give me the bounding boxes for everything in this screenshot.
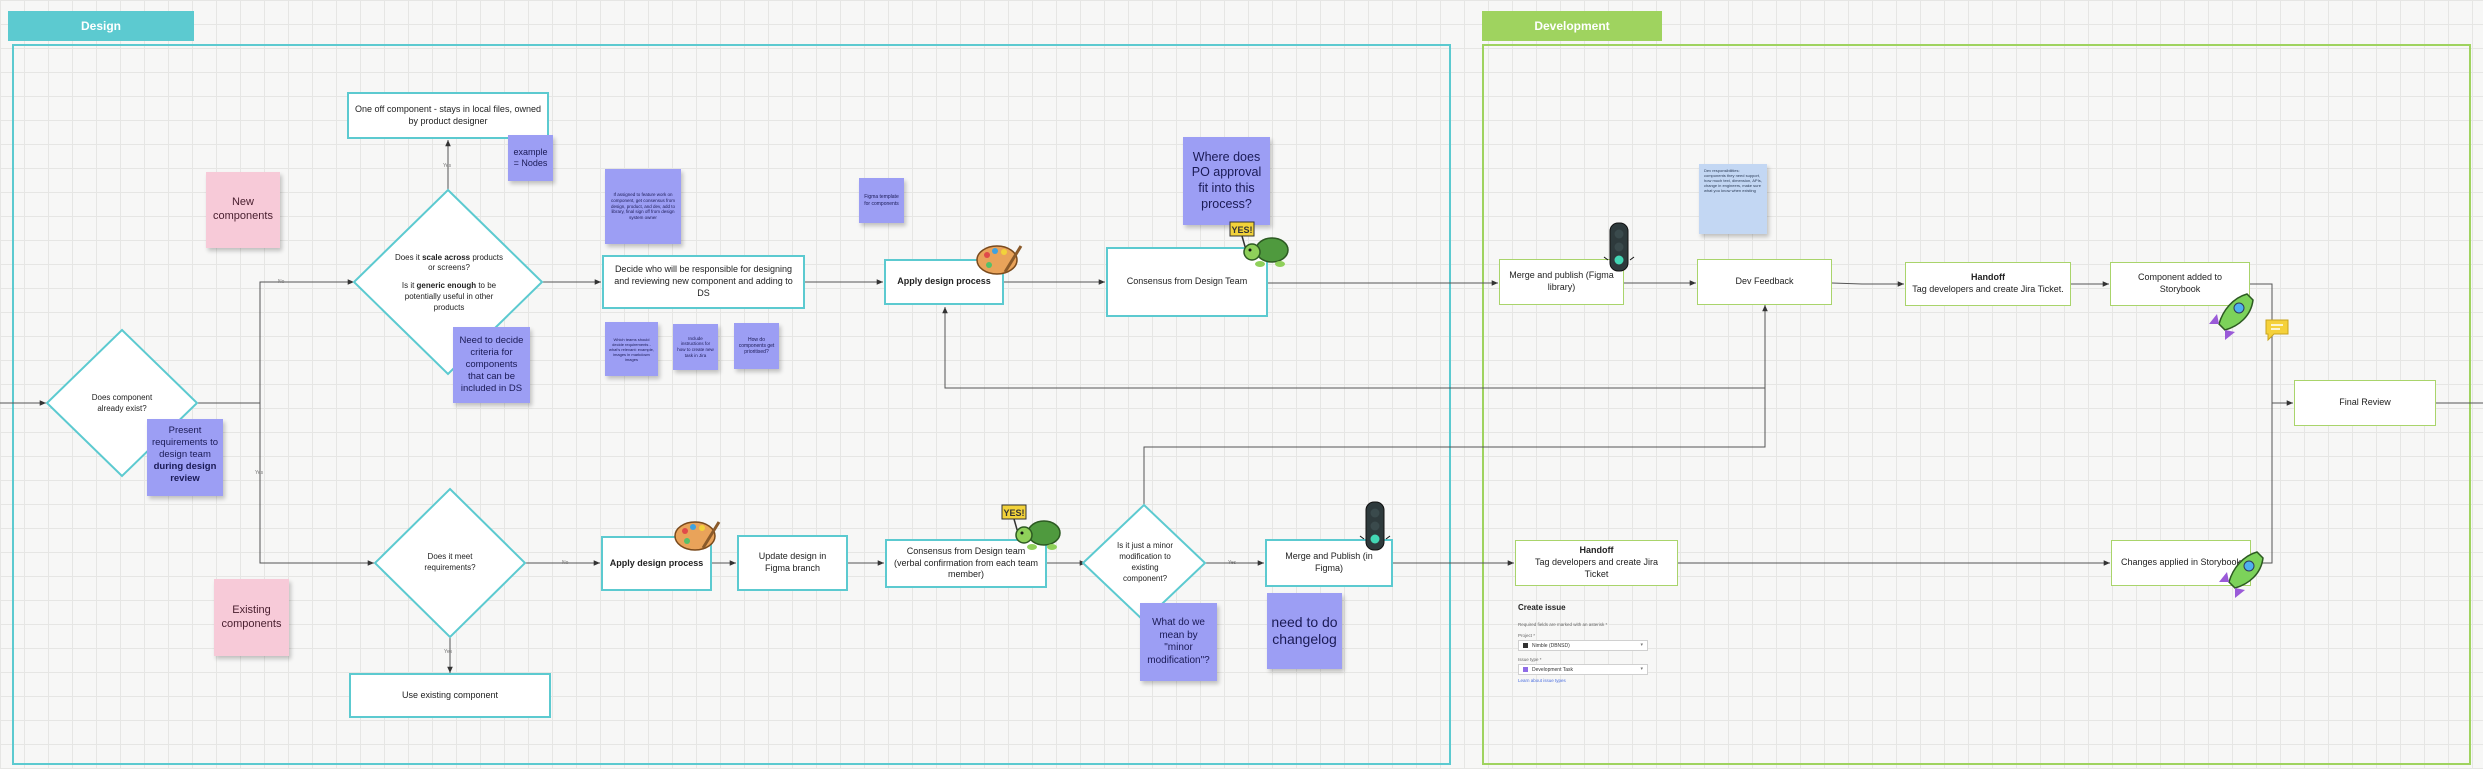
- sticky-example-nodes[interactable]: example = Nodes: [508, 135, 553, 181]
- apply-design-process-box[interactable]: Apply design process: [884, 259, 1004, 305]
- issue-type-value: Development Task: [1532, 666, 1574, 673]
- handoff-bottom-box[interactable]: Handoff Tag developers and create Jira T…: [1515, 540, 1678, 586]
- decision-scale-across-label: Does it scale across products or screens…: [393, 247, 505, 319]
- edge-label-no: No: [278, 279, 285, 285]
- dev-feedback-box[interactable]: Dev Feedback: [1697, 259, 1832, 305]
- turtle-yes-sticker: YES!: [1229, 221, 1289, 267]
- sticky-dev-responsibilities[interactable]: Dev responsibilities: components they ne…: [1699, 164, 1767, 234]
- consensus-verbal-box[interactable]: Consensus from Design team (verbal confi…: [885, 539, 1047, 588]
- create-issue-title: Create issue: [1518, 603, 1566, 612]
- handoff-title: Handoff: [1971, 272, 2005, 283]
- sticky-existing-components[interactable]: Existing components: [214, 579, 289, 656]
- decision-minor-modification-label: Is it just a minor modification to exist…: [1116, 541, 1173, 583]
- palette-icon: [674, 521, 721, 551]
- handoff-top-box[interactable]: Handoff Tag developers and create Jira T…: [1905, 262, 2071, 306]
- sticky-figma-template[interactable]: Figma template for components: [859, 178, 904, 223]
- decision-meet-requirements-label: Does it meet requirements?: [424, 552, 476, 572]
- edge-label-no: No: [562, 560, 569, 566]
- yes-sticker-text: YES!: [1003, 508, 1024, 518]
- design-frame: [12, 44, 1451, 765]
- edge-label-yes: Yes: [444, 649, 453, 655]
- edge-label-yes: Yes: [255, 470, 264, 476]
- use-existing-component-box[interactable]: Use existing component: [349, 673, 551, 718]
- chevron-down-icon: ▾: [1640, 666, 1643, 672]
- edge-label-yes: Yes: [443, 163, 452, 169]
- development-frame: [1482, 44, 2471, 765]
- traffic-light-icon: [1603, 222, 1635, 272]
- design-frame-label[interactable]: Design: [8, 11, 194, 41]
- project-select[interactable]: Nimble (DBNSD) ▾: [1518, 640, 1648, 651]
- learn-issue-types-link[interactable]: Learn about issue types: [1518, 678, 1566, 683]
- rocket-icon: [2217, 551, 2264, 600]
- issue-type-icon: [1523, 667, 1528, 672]
- edge-label-yes: Yes: [1228, 560, 1237, 566]
- decision-meet-requirements: [373, 487, 527, 639]
- project-value: Nimble (DBNSD): [1532, 642, 1570, 649]
- component-added-storybook-box[interactable]: Component added to Storybook: [2110, 262, 2250, 306]
- issue-type-label: Issue type *: [1518, 657, 1542, 662]
- sticky-which-teams[interactable]: Which teams should decide requirements -…: [605, 322, 658, 376]
- palette-icon: [976, 245, 1023, 275]
- update-design-box[interactable]: Update design in Figma branch: [737, 535, 848, 591]
- project-avatar-icon: [1523, 643, 1528, 648]
- project-label: Project *: [1518, 633, 1536, 638]
- handoff-subtitle: Tag developers and create Jira Ticket: [1534, 557, 1659, 579]
- issue-type-select[interactable]: Development Task ▾: [1518, 664, 1648, 675]
- traffic-light-icon: [1359, 501, 1391, 551]
- yes-sticker-text: YES!: [1231, 225, 1252, 235]
- required-note: Required fields are marked with an aster…: [1518, 622, 1608, 627]
- sticky-include-instructions[interactable]: Include instructions for how to create n…: [673, 324, 718, 370]
- sticky-new-components[interactable]: New components: [206, 172, 280, 248]
- sticky-how-prioritised[interactable]: How do components get prioritised?: [734, 323, 779, 369]
- sticky-present-requirements[interactable]: Present requirements to design team duri…: [147, 419, 223, 496]
- consensus-design-team-box[interactable]: Consensus from Design Team: [1106, 247, 1268, 317]
- sticky-minor-modification[interactable]: What do we mean by "minor modification"?: [1140, 603, 1217, 681]
- one-off-component-box[interactable]: One off component - stays in local files…: [347, 92, 549, 139]
- generic-enough-question: Is it generic enough to be potentially u…: [401, 281, 497, 312]
- create-issue-form: Create issue Required fields are marked …: [1518, 603, 1668, 683]
- turtle-yes-sticker: YES!: [1001, 504, 1061, 550]
- chat-bubble-icon: [2265, 319, 2289, 342]
- development-frame-label[interactable]: Development: [1482, 11, 1662, 41]
- chevron-down-icon: ▾: [1640, 642, 1643, 648]
- sticky-need-criteria[interactable]: Need to decide criteria for components t…: [453, 327, 530, 403]
- handoff-title: Handoff: [1579, 545, 1614, 556]
- merge-publish-library-box[interactable]: Merge and publish (Figma library): [1499, 259, 1624, 305]
- decide-who-box[interactable]: Decide who will be responsible for desig…: [602, 255, 805, 309]
- rocket-icon: [2207, 293, 2254, 342]
- sticky-if-assigned[interactable]: If assigned to feature work on component…: [605, 169, 681, 244]
- scale-across-question: Does it scale across products or screens…: [394, 252, 504, 273]
- sticky-need-changelog[interactable]: need to do changelog: [1267, 593, 1342, 669]
- final-review-box[interactable]: Final Review: [2294, 380, 2436, 426]
- decision-component-exists-label: Does component already exist?: [91, 393, 153, 413]
- sticky-po-approval[interactable]: Where does PO approval fit into this pro…: [1183, 137, 1270, 225]
- handoff-subtitle: Tag developers and create Jira Ticket.: [1912, 284, 2064, 294]
